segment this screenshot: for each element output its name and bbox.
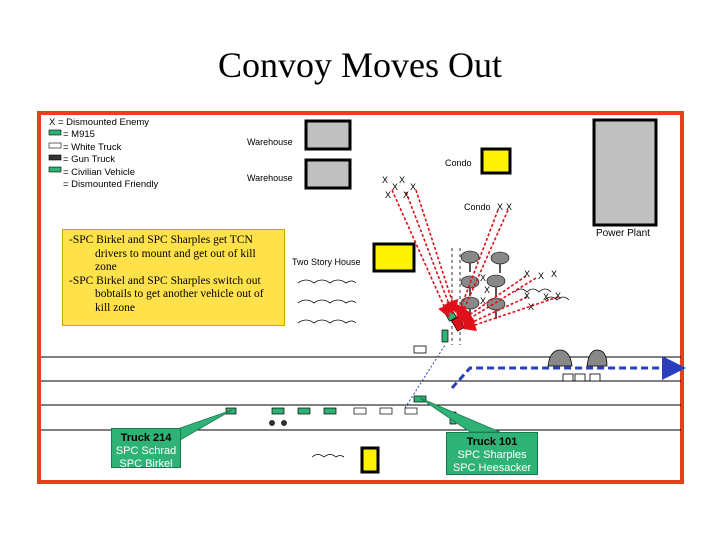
- map-frame: [37, 111, 684, 484]
- warehouse-building-1: [304, 119, 352, 151]
- truck101-title: Truck 101: [466, 436, 518, 448]
- two-story-house-building: [372, 242, 416, 273]
- enemy-mark: X: [497, 202, 504, 212]
- vegetation: [297, 279, 570, 458]
- truck101-crew-1: SPC Sharples: [457, 449, 527, 461]
- legend-item: = M915: [63, 129, 95, 141]
- enemy-mark: X: [555, 291, 562, 301]
- enemy-mark: X: [506, 202, 513, 212]
- truck214-callout: Truck 214 SPC Schrad SPC Birkel: [111, 428, 181, 470]
- legend-item: = Gun Truck: [63, 154, 116, 166]
- exit-route: [404, 344, 446, 409]
- small-building: [360, 446, 380, 474]
- enemy-mark: X: [528, 302, 535, 312]
- warehouse-building-2: [304, 158, 352, 190]
- legend-m915-swatch: [48, 129, 62, 136]
- enemy-mark: X: [399, 175, 406, 185]
- note-line-2: -SPC Birkel and SPC Sharples switch out …: [69, 274, 264, 314]
- condo-label-1: Condo: [445, 158, 472, 168]
- legend-gun-truck-swatch: [48, 154, 62, 161]
- enemy-mark: X: [551, 269, 558, 279]
- legend-civilian-swatch: [48, 166, 62, 173]
- enemy-mark: X: [392, 182, 399, 192]
- enemy-fire-arrows: [391, 189, 559, 331]
- enemy-mark: X: [538, 271, 545, 281]
- note-box: -SPC Birkel and SPC Sharples get TCN dri…: [62, 229, 285, 326]
- truck214-pointer: [179, 409, 233, 441]
- enemy-mark: X: [480, 296, 487, 306]
- power-plant-building: [592, 118, 658, 227]
- warehouse-label-2: Warehouse: [247, 173, 293, 183]
- enemy-mark: X: [524, 269, 531, 279]
- note-line-1: -SPC Birkel and SPC Sharples get TCN dri…: [69, 234, 256, 273]
- legend: X = Dismounted Enemy = M915 = White Truc…: [49, 117, 158, 191]
- truck101-pointer: [419, 397, 501, 433]
- two-story-house-label: Two Story House: [292, 257, 361, 267]
- power-plant-label: Power Plant: [596, 228, 650, 239]
- enemy-mark: X: [480, 273, 487, 283]
- enemy-mark: X: [382, 175, 389, 185]
- boulders: [547, 349, 608, 367]
- legend-white-truck-swatch: [48, 142, 62, 149]
- enemy-mark: X: [410, 182, 417, 192]
- legend-item: = White Truck: [63, 141, 122, 153]
- warehouse-label-1: Warehouse: [247, 137, 293, 147]
- convoy-route: [450, 356, 686, 390]
- legend-item: = Civilian Vehicle: [63, 166, 136, 178]
- truck214-crew-1: SPC Schrad: [115, 445, 177, 457]
- legend-item: X = Dismounted Enemy: [49, 117, 150, 128]
- condo-building-1: [480, 147, 512, 175]
- enemy-mark: X: [403, 190, 410, 200]
- enemy-mark: X: [543, 292, 550, 302]
- parked-white-trucks: [413, 345, 601, 382]
- condo-label-2: Condo: [464, 202, 491, 212]
- legend-item: = Dismounted Friendly: [63, 179, 159, 191]
- truck101-callout: Truck 101 SPC Sharples SPC Heesacker: [446, 432, 538, 475]
- truck214-title: Truck 214: [120, 432, 172, 444]
- enemy-mark: X: [385, 190, 392, 200]
- truck214-crew-2: SPC Birkel: [119, 458, 173, 470]
- slide-title: Convoy Moves Out: [217, 45, 502, 85]
- enemy-mark: X: [484, 285, 491, 295]
- truck101-crew-2: SPC Heesacker: [452, 462, 532, 474]
- enemy-mark: X: [524, 291, 531, 301]
